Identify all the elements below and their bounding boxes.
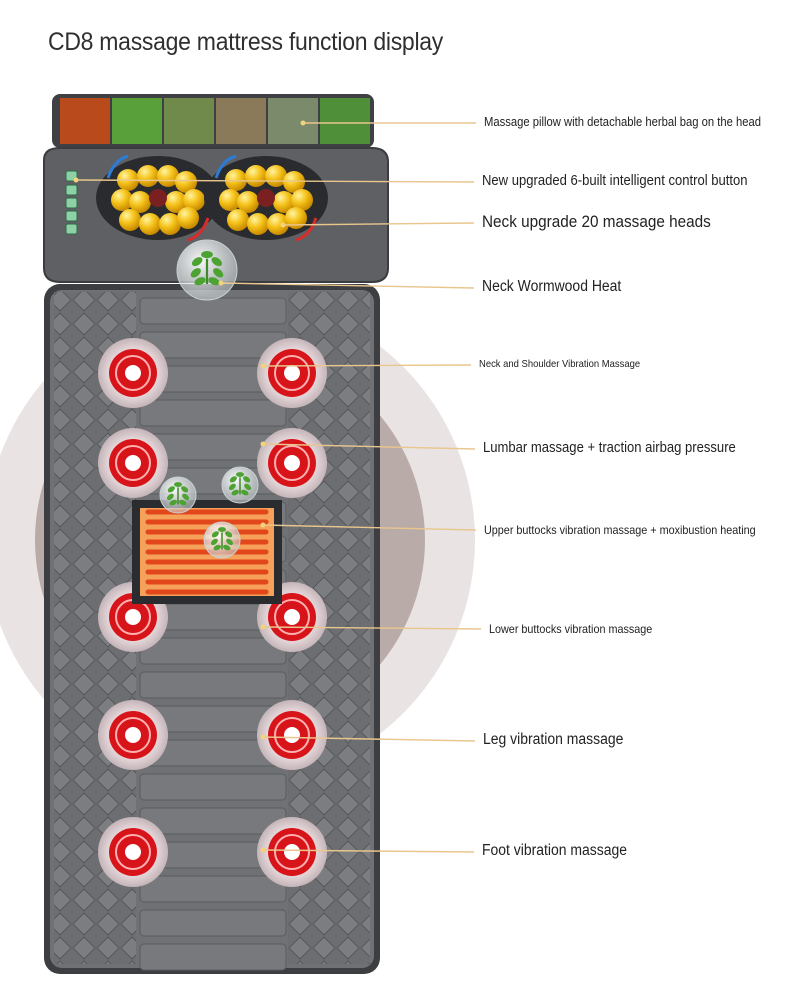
vibration-node-icon <box>98 700 168 770</box>
callout-leg: Leg vibration massage <box>483 731 624 749</box>
massage-head-icon <box>237 191 259 213</box>
massage-head-icon <box>139 213 161 235</box>
herb-icon <box>210 527 234 551</box>
massage-head-icon <box>157 165 179 187</box>
callout-neck-heads: Neck upgrade 20 massage heads <box>482 212 711 232</box>
leader-dot-leg <box>260 734 266 740</box>
vibration-node-icon <box>257 428 327 498</box>
herb-segment <box>164 98 214 144</box>
massage-head-icon <box>183 189 205 211</box>
leader-dot-foot <box>260 847 266 853</box>
herb-segment <box>320 98 370 144</box>
massage-head-center <box>257 189 275 207</box>
leader-line-wormwood <box>220 282 475 289</box>
rotation-arrow-icon <box>295 217 318 242</box>
vibration-node-icon <box>257 338 327 408</box>
leader-line-foot <box>262 849 475 853</box>
massage-head-icon <box>245 165 267 187</box>
callout-wormwood: Neck Wormwood Heat <box>482 278 622 296</box>
herb-segment <box>268 98 318 144</box>
mattress-channel <box>139 637 287 665</box>
leader-line-lower-buttocks <box>262 626 482 630</box>
vibration-node-icon <box>98 428 168 498</box>
massage-head-icon <box>165 191 187 213</box>
callout-upper-buttocks: Upper buttocks vibration massage + moxib… <box>484 522 756 537</box>
leader-dot-neck-heads <box>280 222 286 228</box>
page-title: CD8 massage mattress function display <box>48 28 444 56</box>
massage-head-icon <box>177 207 199 229</box>
heating-coil-icon <box>145 509 269 595</box>
callout-control: New upgraded 6-built intelligent control… <box>482 173 748 189</box>
leader-line-upper-buttocks <box>262 524 477 531</box>
herb-icon <box>166 482 190 506</box>
massage-head-icon <box>291 189 313 211</box>
massage-head-center <box>149 189 167 207</box>
massage-head-icon <box>111 189 133 211</box>
vibration-node-icon <box>257 700 327 770</box>
control-button-icon <box>65 184 78 196</box>
herb-icon <box>228 472 252 496</box>
control-button-icon <box>65 197 78 209</box>
leader-dot-wormwood <box>218 280 224 286</box>
mattress-channel <box>139 807 287 835</box>
herb-segment <box>216 98 266 144</box>
massage-head-icon <box>225 169 247 191</box>
callout-lower-buttocks: Lower buttocks vibration massage <box>489 621 653 636</box>
leader-dot-lumbar <box>260 441 266 447</box>
callout-shoulder: Neck and Shoulder Vibration Massage <box>479 358 641 371</box>
vibration-node-icon <box>257 817 327 887</box>
vibration-node-icon <box>98 338 168 408</box>
herb-segment <box>60 98 110 144</box>
mattress-channel <box>139 671 287 699</box>
massage-head-icon <box>219 189 241 211</box>
mattress-channel <box>139 297 287 325</box>
callout-foot: Foot vibration massage <box>482 842 627 860</box>
leader-line-leg <box>262 736 476 742</box>
callout-pillow: Massage pillow with detachable herbal ba… <box>484 115 762 130</box>
massage-head-icon <box>273 191 295 213</box>
leader-dot-pillow <box>300 120 306 126</box>
mattress-channel <box>139 943 287 971</box>
massage-head-icon <box>247 213 269 235</box>
massage-head-icon <box>283 171 305 193</box>
leader-dot-lower-buttocks <box>260 624 266 630</box>
herb-segment <box>112 98 162 144</box>
leader-dot-shoulder <box>260 363 266 369</box>
massage-head-icon <box>267 213 289 235</box>
massage-head-icon <box>137 165 159 187</box>
leader-dot-upper-buttocks <box>260 522 266 528</box>
mattress-channel <box>139 399 287 427</box>
rotation-arrow-icon <box>214 154 237 179</box>
control-button-icon <box>65 223 78 235</box>
control-button-icon <box>65 210 78 222</box>
leader-line-lumbar <box>262 443 476 450</box>
herb-icon <box>190 250 224 286</box>
rotation-arrow-icon <box>187 217 210 242</box>
mattress-channel <box>139 773 287 801</box>
rotation-arrow-icon <box>106 154 129 179</box>
massage-head-icon <box>159 213 181 235</box>
massage-head-icon <box>227 209 249 231</box>
leader-line-control <box>75 179 475 183</box>
massage-head-icon <box>129 191 151 213</box>
mattress-channel <box>139 875 287 903</box>
leader-line-neck-heads <box>282 222 475 226</box>
massage-head-icon <box>175 171 197 193</box>
leader-dot-control <box>73 177 79 183</box>
callout-lumbar: Lumbar massage + traction airbag pressur… <box>483 440 736 456</box>
massage-head-icon <box>285 207 307 229</box>
vibration-node-icon <box>98 817 168 887</box>
massage-head-icon <box>119 209 141 231</box>
leader-line-shoulder <box>262 364 472 367</box>
mattress-channel <box>139 909 287 937</box>
